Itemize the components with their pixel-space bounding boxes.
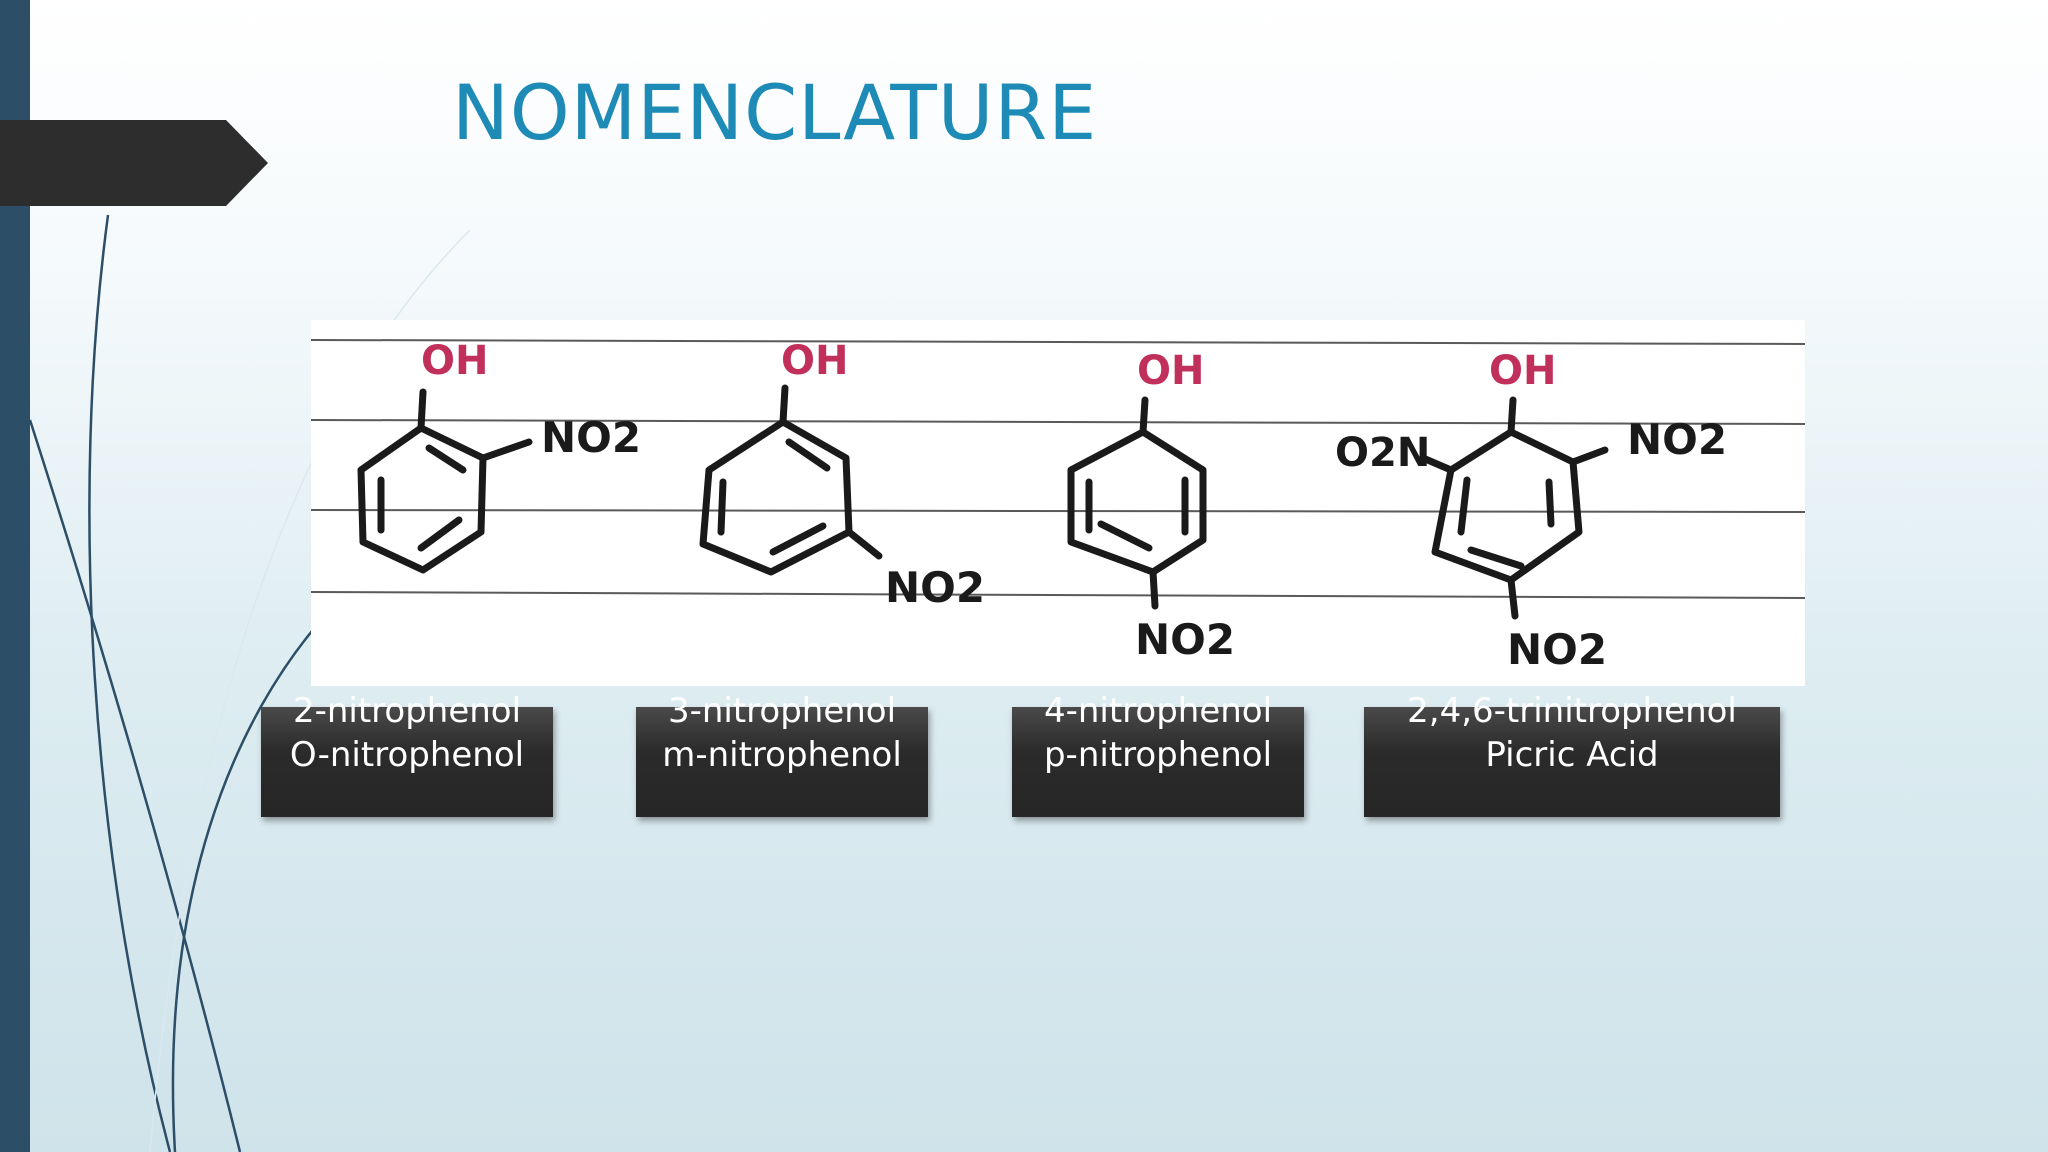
- slide-title: NOMENCLATURE: [452, 68, 1098, 157]
- no2-label-3: NO2: [1135, 615, 1235, 664]
- oh-label-2: OH: [781, 338, 848, 384]
- title-arrow-shape: [0, 120, 268, 206]
- molecule-meta: [699, 384, 883, 576]
- molecule-picric: [1419, 396, 1609, 620]
- label-common-name: m-nitrophenol: [662, 735, 902, 775]
- oh-label-4: OH: [1489, 348, 1556, 394]
- ruled-lines: [311, 339, 1805, 599]
- no2-right-label-4: NO2: [1627, 415, 1727, 464]
- label-iupac-name: 4-nitrophenol: [1043, 691, 1273, 731]
- label-box-2-nitrophenol: 2-nitrophenol O-nitrophenol: [261, 691, 553, 817]
- label-iupac-name: 2-nitrophenol: [292, 691, 522, 731]
- label-common-name: p-nitrophenol: [1043, 735, 1273, 775]
- nitrophenol-structures-figure: OH NO2 OH NO2 OH NO2 OH O2N NO2 NO2: [311, 320, 1805, 686]
- label-box-3-nitrophenol: 3-nitrophenol m-nitrophenol: [636, 691, 928, 817]
- label-box-picric-acid: 2,4,6-trinitrophenol Picric Acid: [1364, 691, 1780, 817]
- oh-label-1: OH: [421, 338, 488, 384]
- label-common-name: O-nitrophenol: [289, 735, 525, 775]
- no2-label-2: NO2: [885, 563, 985, 612]
- label-common-name: Picric Acid: [1485, 735, 1659, 775]
- label-iupac-name: 3-nitrophenol: [667, 691, 897, 731]
- no2-label-1: NO2: [541, 413, 641, 462]
- molecule-ortho: [357, 388, 533, 574]
- o2n-label-4: O2N: [1335, 430, 1430, 476]
- no2-bottom-label-4: NO2: [1507, 625, 1607, 674]
- label-iupac-name: 2,4,6-trinitrophenol: [1407, 691, 1737, 731]
- molecule-para: [1067, 396, 1207, 610]
- oh-label-3: OH: [1137, 348, 1204, 394]
- label-box-4-nitrophenol: 4-nitrophenol p-nitrophenol: [1012, 691, 1304, 817]
